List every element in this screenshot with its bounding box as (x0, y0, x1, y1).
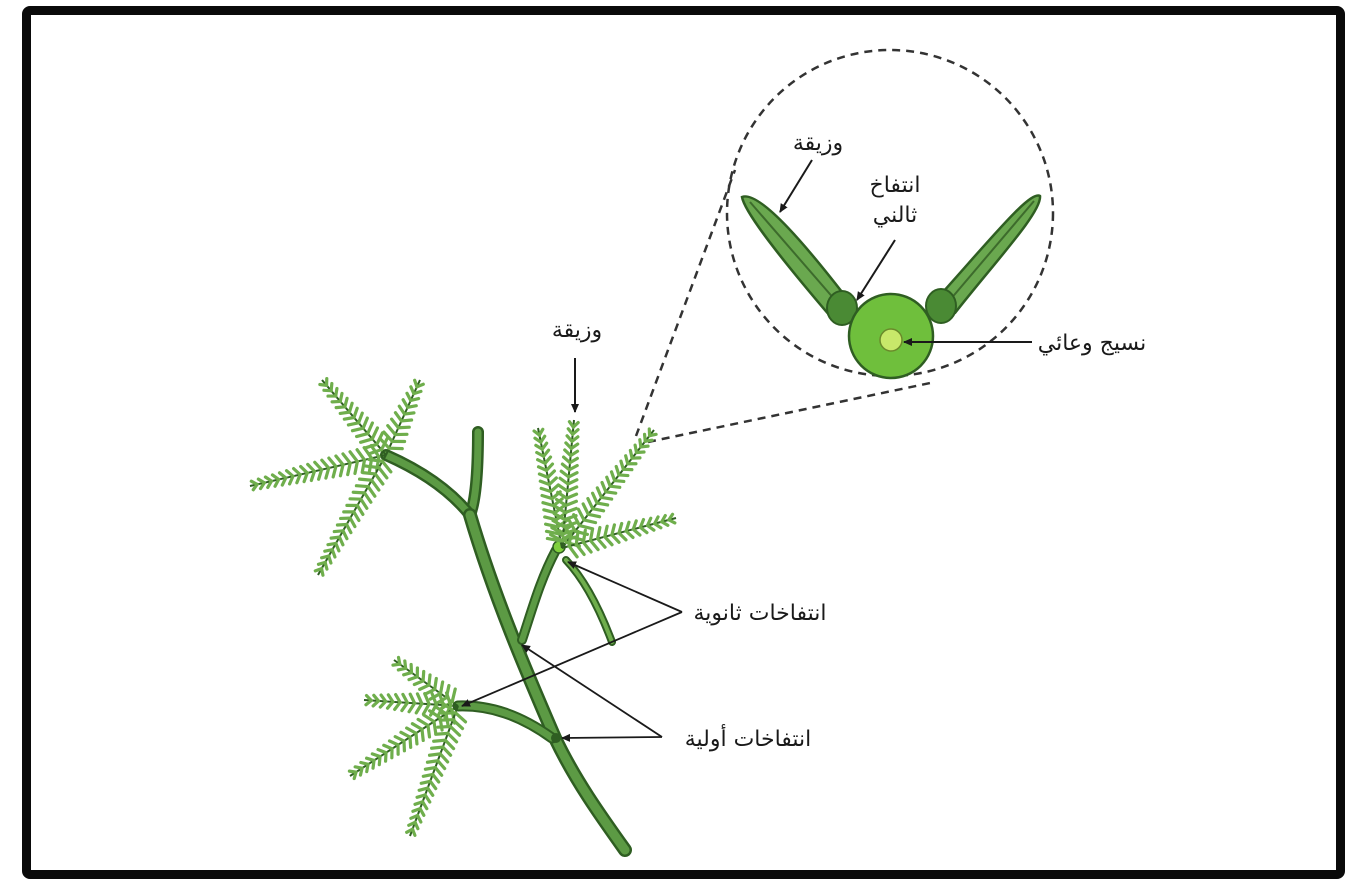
pinna (320, 379, 388, 455)
zoom-connector-bottom (648, 382, 935, 442)
label-secondary-pulvinus-line1: انتفاخ (870, 173, 921, 198)
pinna (380, 380, 423, 455)
zoomed-vascular-tissue (880, 329, 902, 351)
compound-leaves (250, 379, 676, 836)
pinna (250, 446, 386, 490)
primary-pulvinus-mark (551, 733, 561, 743)
label-secondary-pulvini: انتفاخات ثانوية (694, 601, 827, 626)
label-secondary-pulvinus-line2: ثالني (873, 203, 918, 228)
pinna (562, 514, 676, 557)
label-leaflet-plant: وزيقة (552, 318, 602, 343)
plant-stem (386, 432, 625, 850)
label-vascular-tissue: نسيج وعائي (1038, 331, 1147, 356)
arrow-secondary-pulvinus (857, 240, 895, 300)
line-primary-2 (562, 737, 662, 738)
arrow-leaflet-zoom (780, 160, 812, 212)
zoomed-pulvinus-right (926, 289, 956, 323)
zoom-connector-left (636, 170, 735, 436)
line-secondary-2 (462, 612, 682, 706)
label-primary-pulvini: انتفاخات أولية (685, 724, 812, 752)
label-leaflet-zoom: وزيقة (793, 131, 843, 156)
